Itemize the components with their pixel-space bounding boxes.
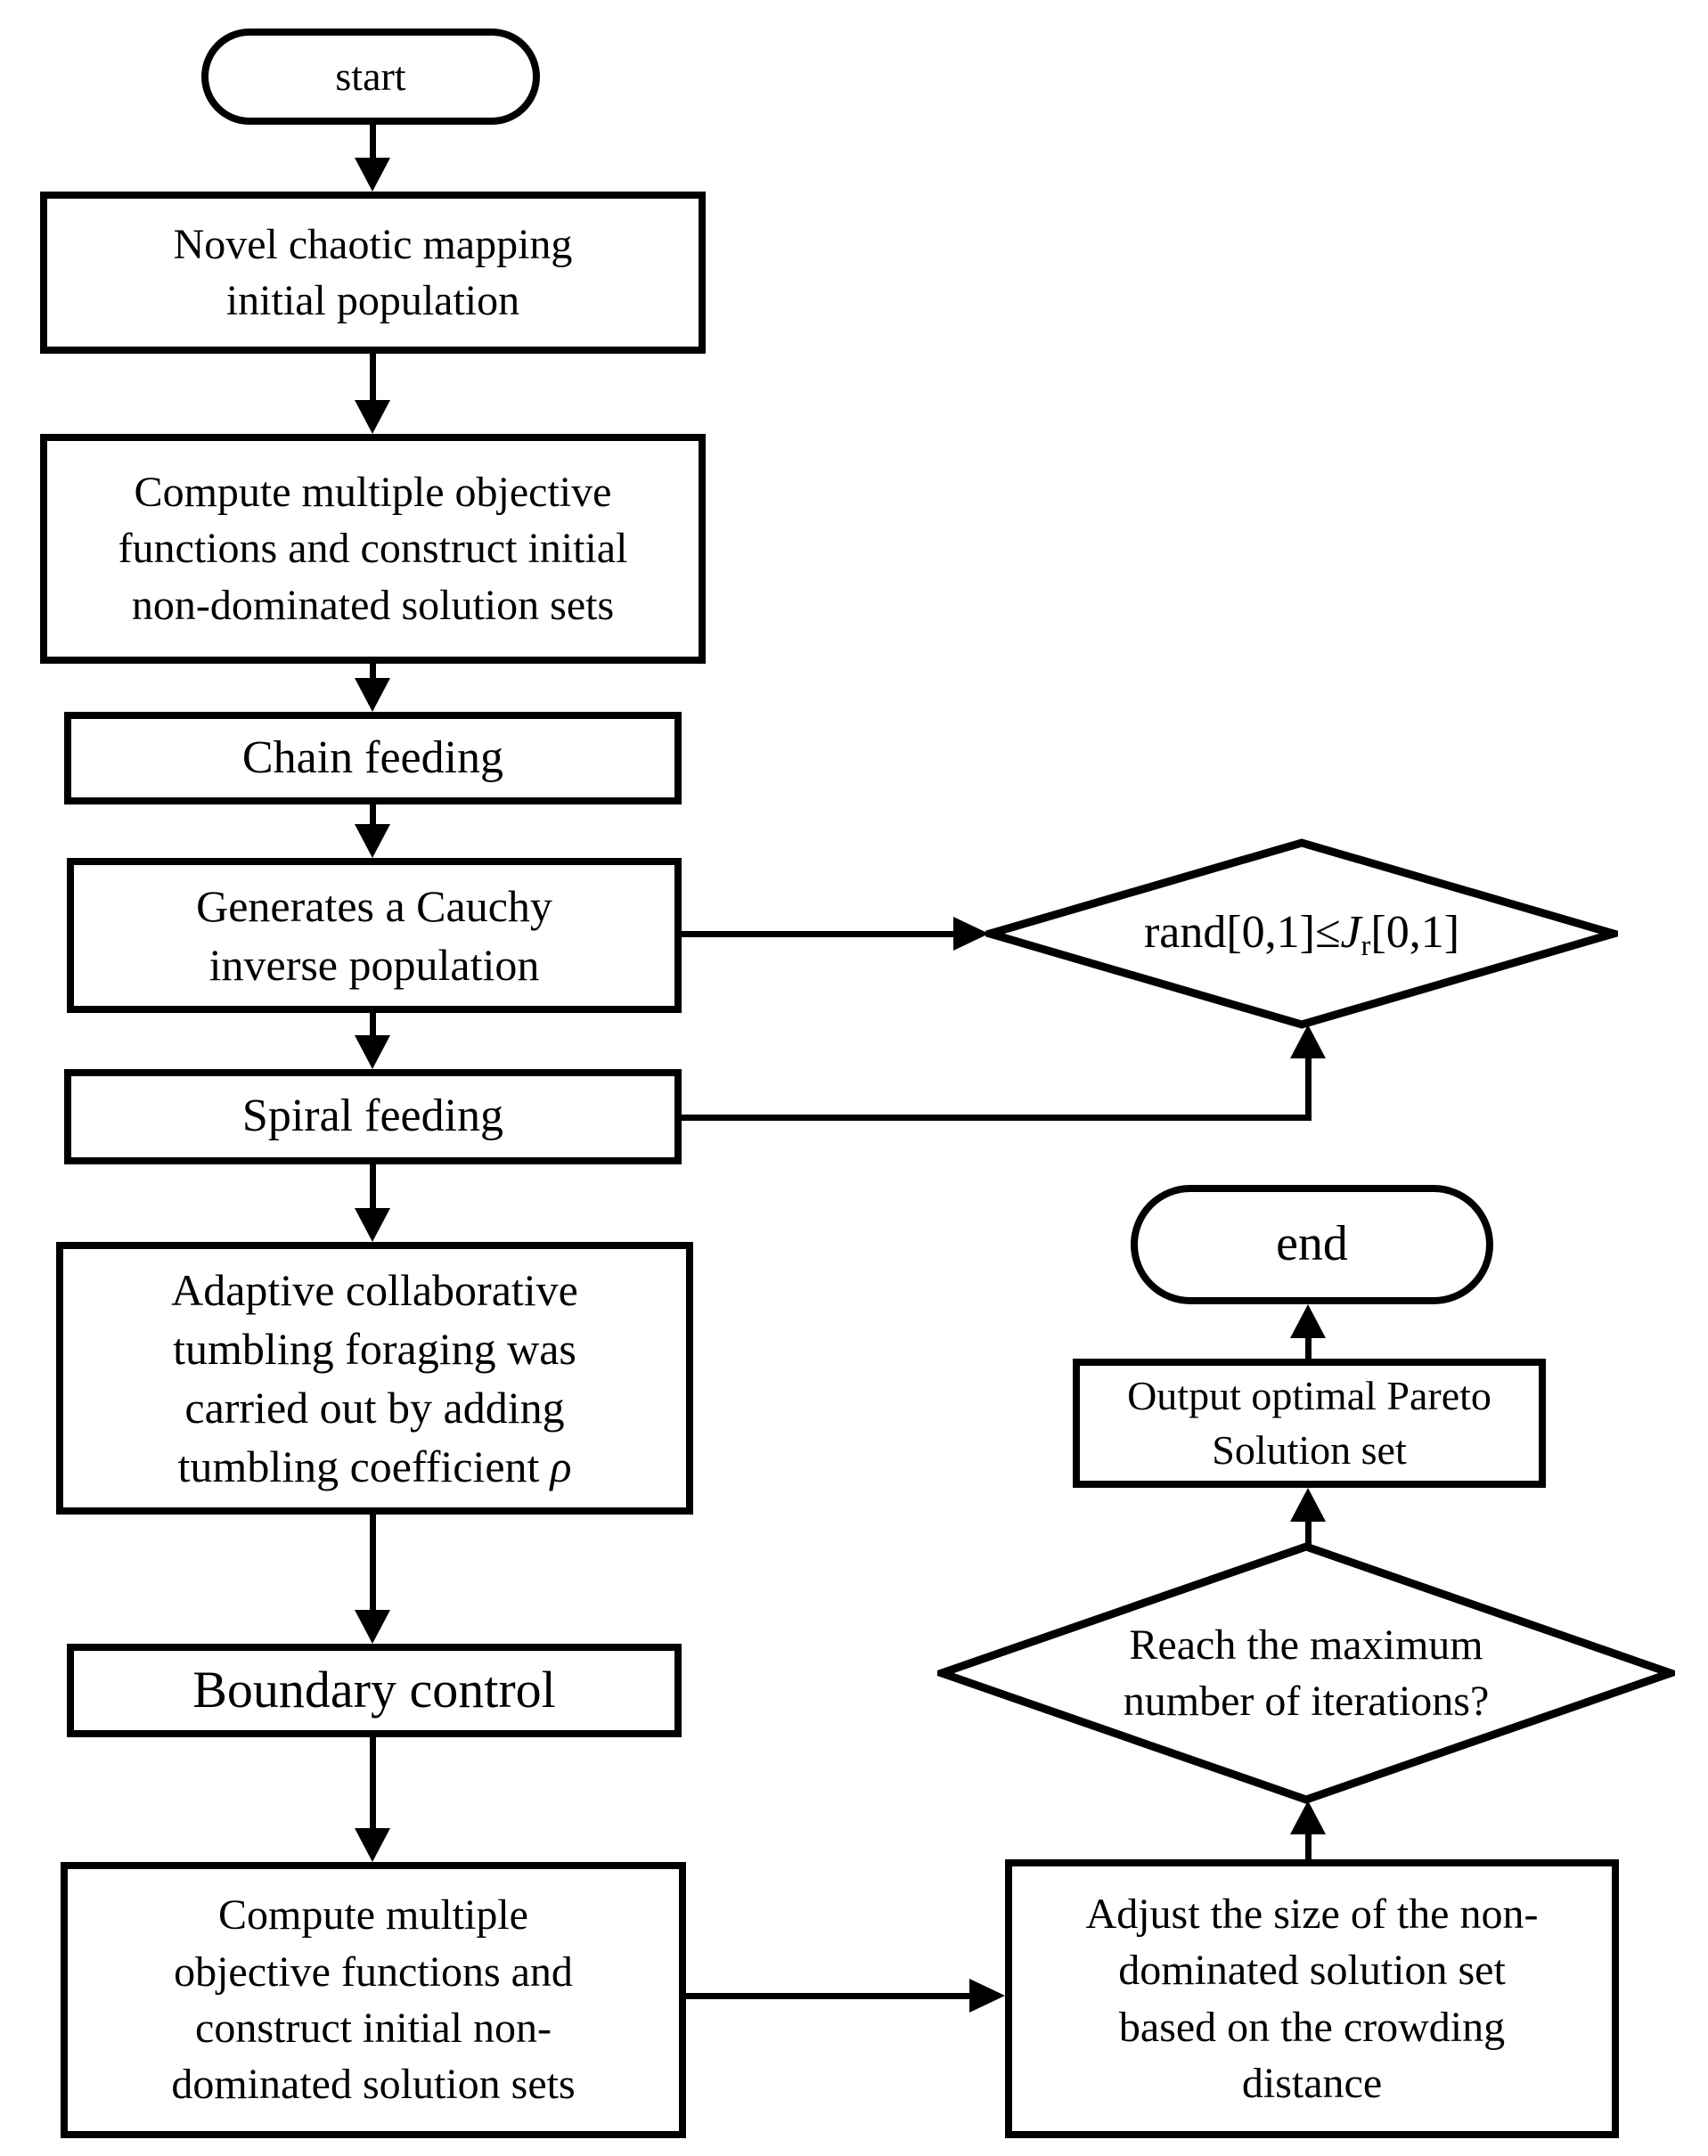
terminator-start-label: start bbox=[335, 53, 406, 99]
connector-arrowhead-right bbox=[969, 1979, 1005, 2013]
connector-line bbox=[370, 354, 376, 402]
process-spiral-feeding: Spiral feeding bbox=[64, 1069, 682, 1164]
process-compute-construct-solution-sets: Compute multiple objective functions and… bbox=[61, 1862, 686, 2138]
process-text-line: initial population bbox=[225, 277, 520, 324]
process-text-line: Spiral feeding bbox=[241, 1090, 504, 1142]
connector-line bbox=[682, 931, 955, 937]
process-text-line: Chain feeding bbox=[241, 731, 504, 783]
decision-text-line: number of iterations? bbox=[1123, 1678, 1490, 1725]
connector-line bbox=[370, 804, 376, 826]
formula-suffix: [0,1] bbox=[1370, 907, 1460, 959]
process-text-line: Novel chaotic mapping bbox=[173, 220, 573, 268]
process-adaptive-tumbling-foraging: Adaptive collaborative tumbling foraging… bbox=[56, 1242, 693, 1515]
process-output-pareto-solution-set: Output optimal Pareto Solution set bbox=[1073, 1359, 1546, 1488]
decision-diamond-outline bbox=[937, 1542, 1675, 1804]
connector-line bbox=[370, 1013, 376, 1037]
rand-condition-formula: rand[0,1]≤Jr[0,1] bbox=[1144, 902, 1459, 965]
process-cauchy-inverse-population: Generates a Cauchy inverse population bbox=[67, 858, 682, 1013]
terminator-end: end bbox=[1131, 1185, 1493, 1304]
process-text-line: Compute multiple objective bbox=[134, 468, 612, 516]
rho-symbol: ρ bbox=[550, 1441, 572, 1491]
process-adjust-solution-set-size: Adjust the size of the non- dominated so… bbox=[1005, 1859, 1619, 2138]
decision-max-iterations-shape bbox=[937, 1542, 1675, 1804]
process-text-line: inverse population bbox=[208, 940, 540, 990]
connector-line bbox=[1305, 1057, 1312, 1121]
process-text-line: objective functions and bbox=[174, 1948, 573, 1996]
process-boundary-control: Boundary control bbox=[67, 1644, 682, 1737]
connector-arrowhead-down bbox=[355, 824, 390, 858]
process-text-line: non-dominated solution sets bbox=[131, 581, 615, 629]
connector-arrowhead-down bbox=[355, 158, 390, 192]
connector-arrowhead-down bbox=[355, 1208, 390, 1242]
process-text-fragment: tumbling coefficient bbox=[177, 1441, 540, 1491]
connector-line bbox=[370, 1164, 376, 1210]
process-text-line: carried out by adding bbox=[184, 1383, 565, 1433]
process-text-line: Adjust the size of the non- bbox=[1085, 1890, 1539, 1938]
connector-line bbox=[1305, 1520, 1312, 1550]
connector-arrowhead-up bbox=[1290, 1304, 1326, 1338]
process-text-line: Boundary control bbox=[192, 1661, 556, 1719]
process-text-line: dominated solution sets bbox=[171, 2061, 576, 2109]
process-text-line: Solution set bbox=[1212, 1426, 1407, 1473]
process-text-line: based on the crowding bbox=[1118, 2003, 1506, 2051]
connector-line bbox=[1305, 1833, 1312, 1859]
decision-diamond-outline bbox=[985, 838, 1618, 1029]
process-text-line: Generates a Cauchy bbox=[196, 881, 552, 931]
connector-arrowhead-down bbox=[355, 678, 390, 712]
connector-arrowhead-right bbox=[953, 917, 989, 951]
connector-line bbox=[686, 1993, 973, 1999]
connector-arrowhead-up bbox=[1290, 1025, 1326, 1058]
connector-line bbox=[370, 1737, 376, 1830]
process-text-line: construct initial non- bbox=[195, 2005, 552, 2052]
process-text-line: functions and construct initial bbox=[118, 525, 628, 573]
terminator-start: start bbox=[201, 29, 540, 125]
decision-max-iterations: Reach the maximum number of iterations? bbox=[1000, 1611, 1613, 1735]
terminator-end-label: end bbox=[1276, 1216, 1348, 1272]
connector-arrowhead-up bbox=[1290, 1488, 1326, 1522]
process-compute-initial-solution-sets: Compute multiple objective functions and… bbox=[40, 434, 706, 664]
connector-line bbox=[370, 1515, 376, 1612]
connector-arrowhead-down bbox=[355, 1610, 390, 1644]
process-text-line: dominated solution set bbox=[1118, 1947, 1506, 1995]
decision-rand-condition: rand[0,1]≤Jr[0,1] bbox=[1030, 902, 1573, 966]
process-novel-chaotic-mapping: Novel chaotic mapping initial population bbox=[40, 192, 706, 354]
connector-line bbox=[370, 125, 376, 159]
process-chain-feeding: Chain feeding bbox=[64, 712, 682, 804]
formula-prefix: rand[0,1]≤ bbox=[1143, 907, 1341, 959]
connector-arrowhead-up bbox=[1290, 1801, 1326, 1834]
connector-line bbox=[370, 664, 376, 680]
connector-arrowhead-down bbox=[355, 1828, 390, 1862]
connector-arrowhead-down bbox=[355, 1035, 390, 1069]
process-text-line: Output optimal Pareto bbox=[1127, 1372, 1491, 1418]
process-text-line: Adaptive collaborative bbox=[171, 1265, 578, 1315]
decision-rand-condition-shape bbox=[985, 838, 1618, 1029]
connector-line bbox=[682, 1115, 1312, 1121]
process-text-line: Compute multiple bbox=[218, 1891, 528, 1940]
connector-line bbox=[1305, 1336, 1312, 1359]
formula-variable: J bbox=[1340, 907, 1361, 959]
process-text-line: distance bbox=[1241, 2059, 1383, 2107]
process-text-line: tumbling foraging was bbox=[173, 1324, 576, 1374]
decision-text-line: Reach the maximum bbox=[1129, 1621, 1483, 1669]
formula-subscript: r bbox=[1361, 929, 1371, 962]
connector-arrowhead-down bbox=[355, 400, 390, 434]
